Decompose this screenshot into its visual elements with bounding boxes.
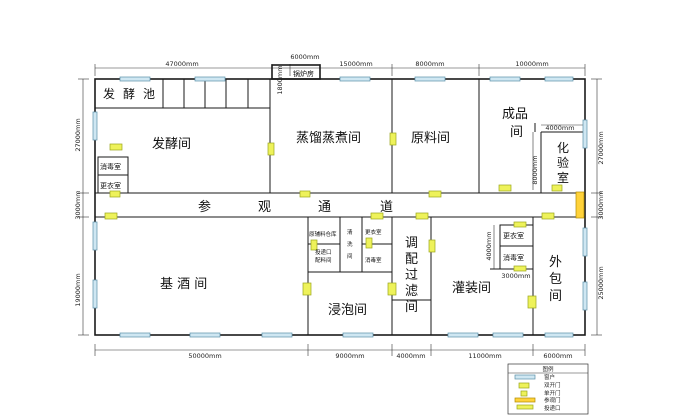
dim-left-27000: 27000mm <box>74 118 82 151</box>
outer-walls <box>94 64 586 336</box>
corridor-label-2: 观 <box>258 200 271 215</box>
pass-window-label: 投递口 <box>315 248 332 256</box>
product-room-label-2: 间 <box>510 125 523 140</box>
disinfect-room-2-label: 消毒室 <box>365 256 382 264</box>
dim-8000-lab: 8000mm <box>531 155 539 184</box>
dim-top-15000: 15000mm <box>339 60 372 68</box>
dim-top-47000: 47000mm <box>165 60 198 68</box>
legend-visit-door-label: 参观门 <box>544 396 561 404</box>
ferment-pool-label-3: 池 <box>143 87 155 101</box>
outer-pack-label-2: 包 <box>549 272 562 287</box>
dim-bottom-9000: 9000mm <box>335 352 364 360</box>
ferment-pool-label-1: 发 <box>103 86 115 101</box>
corridor-label-4: 道 <box>380 200 393 215</box>
changing-room-3-label: 更衣室 <box>503 231 524 240</box>
right-dimension: 27000mm 3000mm 25000mm <box>591 78 605 336</box>
dim-left-19000: 19000mm <box>74 273 82 306</box>
dim-4000-lab: 4000mm <box>545 124 574 132</box>
legend-window-label: 窗户 <box>544 373 555 381</box>
top-dimension: 47000mm 6000mm 1800mm 15000mm 8000mm 100… <box>94 53 586 95</box>
ferment-pool-label-2: 酵 <box>123 87 135 101</box>
outer-pack-label-3: 间 <box>549 289 562 304</box>
corridor-label-3: 通 <box>318 200 331 215</box>
inner-dimensions: 4000mm 8000mm 4000mm 3000mm <box>485 124 585 280</box>
dim-top-1800: 1800mm <box>276 65 284 94</box>
clean-room-label-3: 间 <box>347 252 353 260</box>
doors <box>104 132 585 309</box>
legend: 图例 窗户 双开门 单开门 参观门 投递口 <box>507 363 589 415</box>
distill-room-label: 蒸馏蒸煮间 <box>296 131 361 146</box>
raw-store-label: 原辅料仓库 <box>309 230 337 238</box>
legend-double-door-label: 双开门 <box>544 381 561 389</box>
changing-room-1-label: 更衣室 <box>100 181 121 190</box>
dim-3000-filling: 3000mm <box>501 272 530 280</box>
blend-label-5: 间 <box>405 300 418 315</box>
lab-label-3: 室 <box>557 170 569 185</box>
corridor-label-1: 参 <box>198 199 211 215</box>
changing-room-2-label: 更衣室 <box>365 228 382 236</box>
ferment-room-label: 发酵间 <box>152 136 191 152</box>
dim-bottom-4000: 4000mm <box>396 352 425 360</box>
dim-left-3000: 3000mm <box>74 190 82 219</box>
disinfect-room-1-label: 消毒室 <box>100 162 121 171</box>
blend-label-4: 滤 <box>405 284 418 299</box>
dim-top-8000: 8000mm <box>415 60 444 68</box>
dim-right-27000: 27000mm <box>597 131 605 164</box>
raw-room-label: 原料间 <box>411 131 450 146</box>
dim-top-10000: 10000mm <box>515 60 548 68</box>
dim-4000-filling: 4000mm <box>485 231 493 260</box>
legend-title: 图例 <box>542 365 554 373</box>
dim-right-25000: 25000mm <box>597 266 605 299</box>
filling-room-label: 灌装间 <box>452 281 491 296</box>
dim-bottom-50000: 50000mm <box>188 352 221 360</box>
clean-room-label-1: 清 <box>347 228 353 236</box>
disinfect-room-3-label: 消毒室 <box>503 253 524 262</box>
blend-label-2: 配 <box>405 252 418 267</box>
dim-bottom-6000: 6000mm <box>543 352 572 360</box>
dim-top-6000: 6000mm <box>290 53 319 61</box>
clean-room-label-2: 洗 <box>347 240 353 248</box>
lab-label-1: 化 <box>557 141 569 155</box>
windows <box>92 76 588 338</box>
legend-single-door-label: 单开门 <box>544 389 561 397</box>
dim-right-3000: 3000mm <box>597 190 605 219</box>
soak-room-label: 浸泡间 <box>328 303 367 318</box>
blend-label-3: 过 <box>405 268 418 283</box>
outer-pack-label-1: 外 <box>549 255 562 270</box>
blend-label-1: 调 <box>405 236 418 251</box>
boiler-room-label: 锅炉房 <box>293 69 314 78</box>
bottom-dimension: 50000mm 9000mm 4000mm 11000mm 6000mm <box>94 344 586 360</box>
prep-room-label: 配料间 <box>315 256 332 264</box>
base-wine-room-label: 基 酒 间 <box>160 277 207 292</box>
product-room-label-1: 成品 <box>502 107 528 122</box>
interior-walls <box>95 79 585 335</box>
left-dimension: 27000mm 3000mm 19000mm <box>74 78 89 336</box>
legend-pass-window-label: 投递口 <box>544 404 561 412</box>
dim-bottom-11000: 11000mm <box>468 352 501 360</box>
lab-label-2: 验 <box>557 155 569 170</box>
